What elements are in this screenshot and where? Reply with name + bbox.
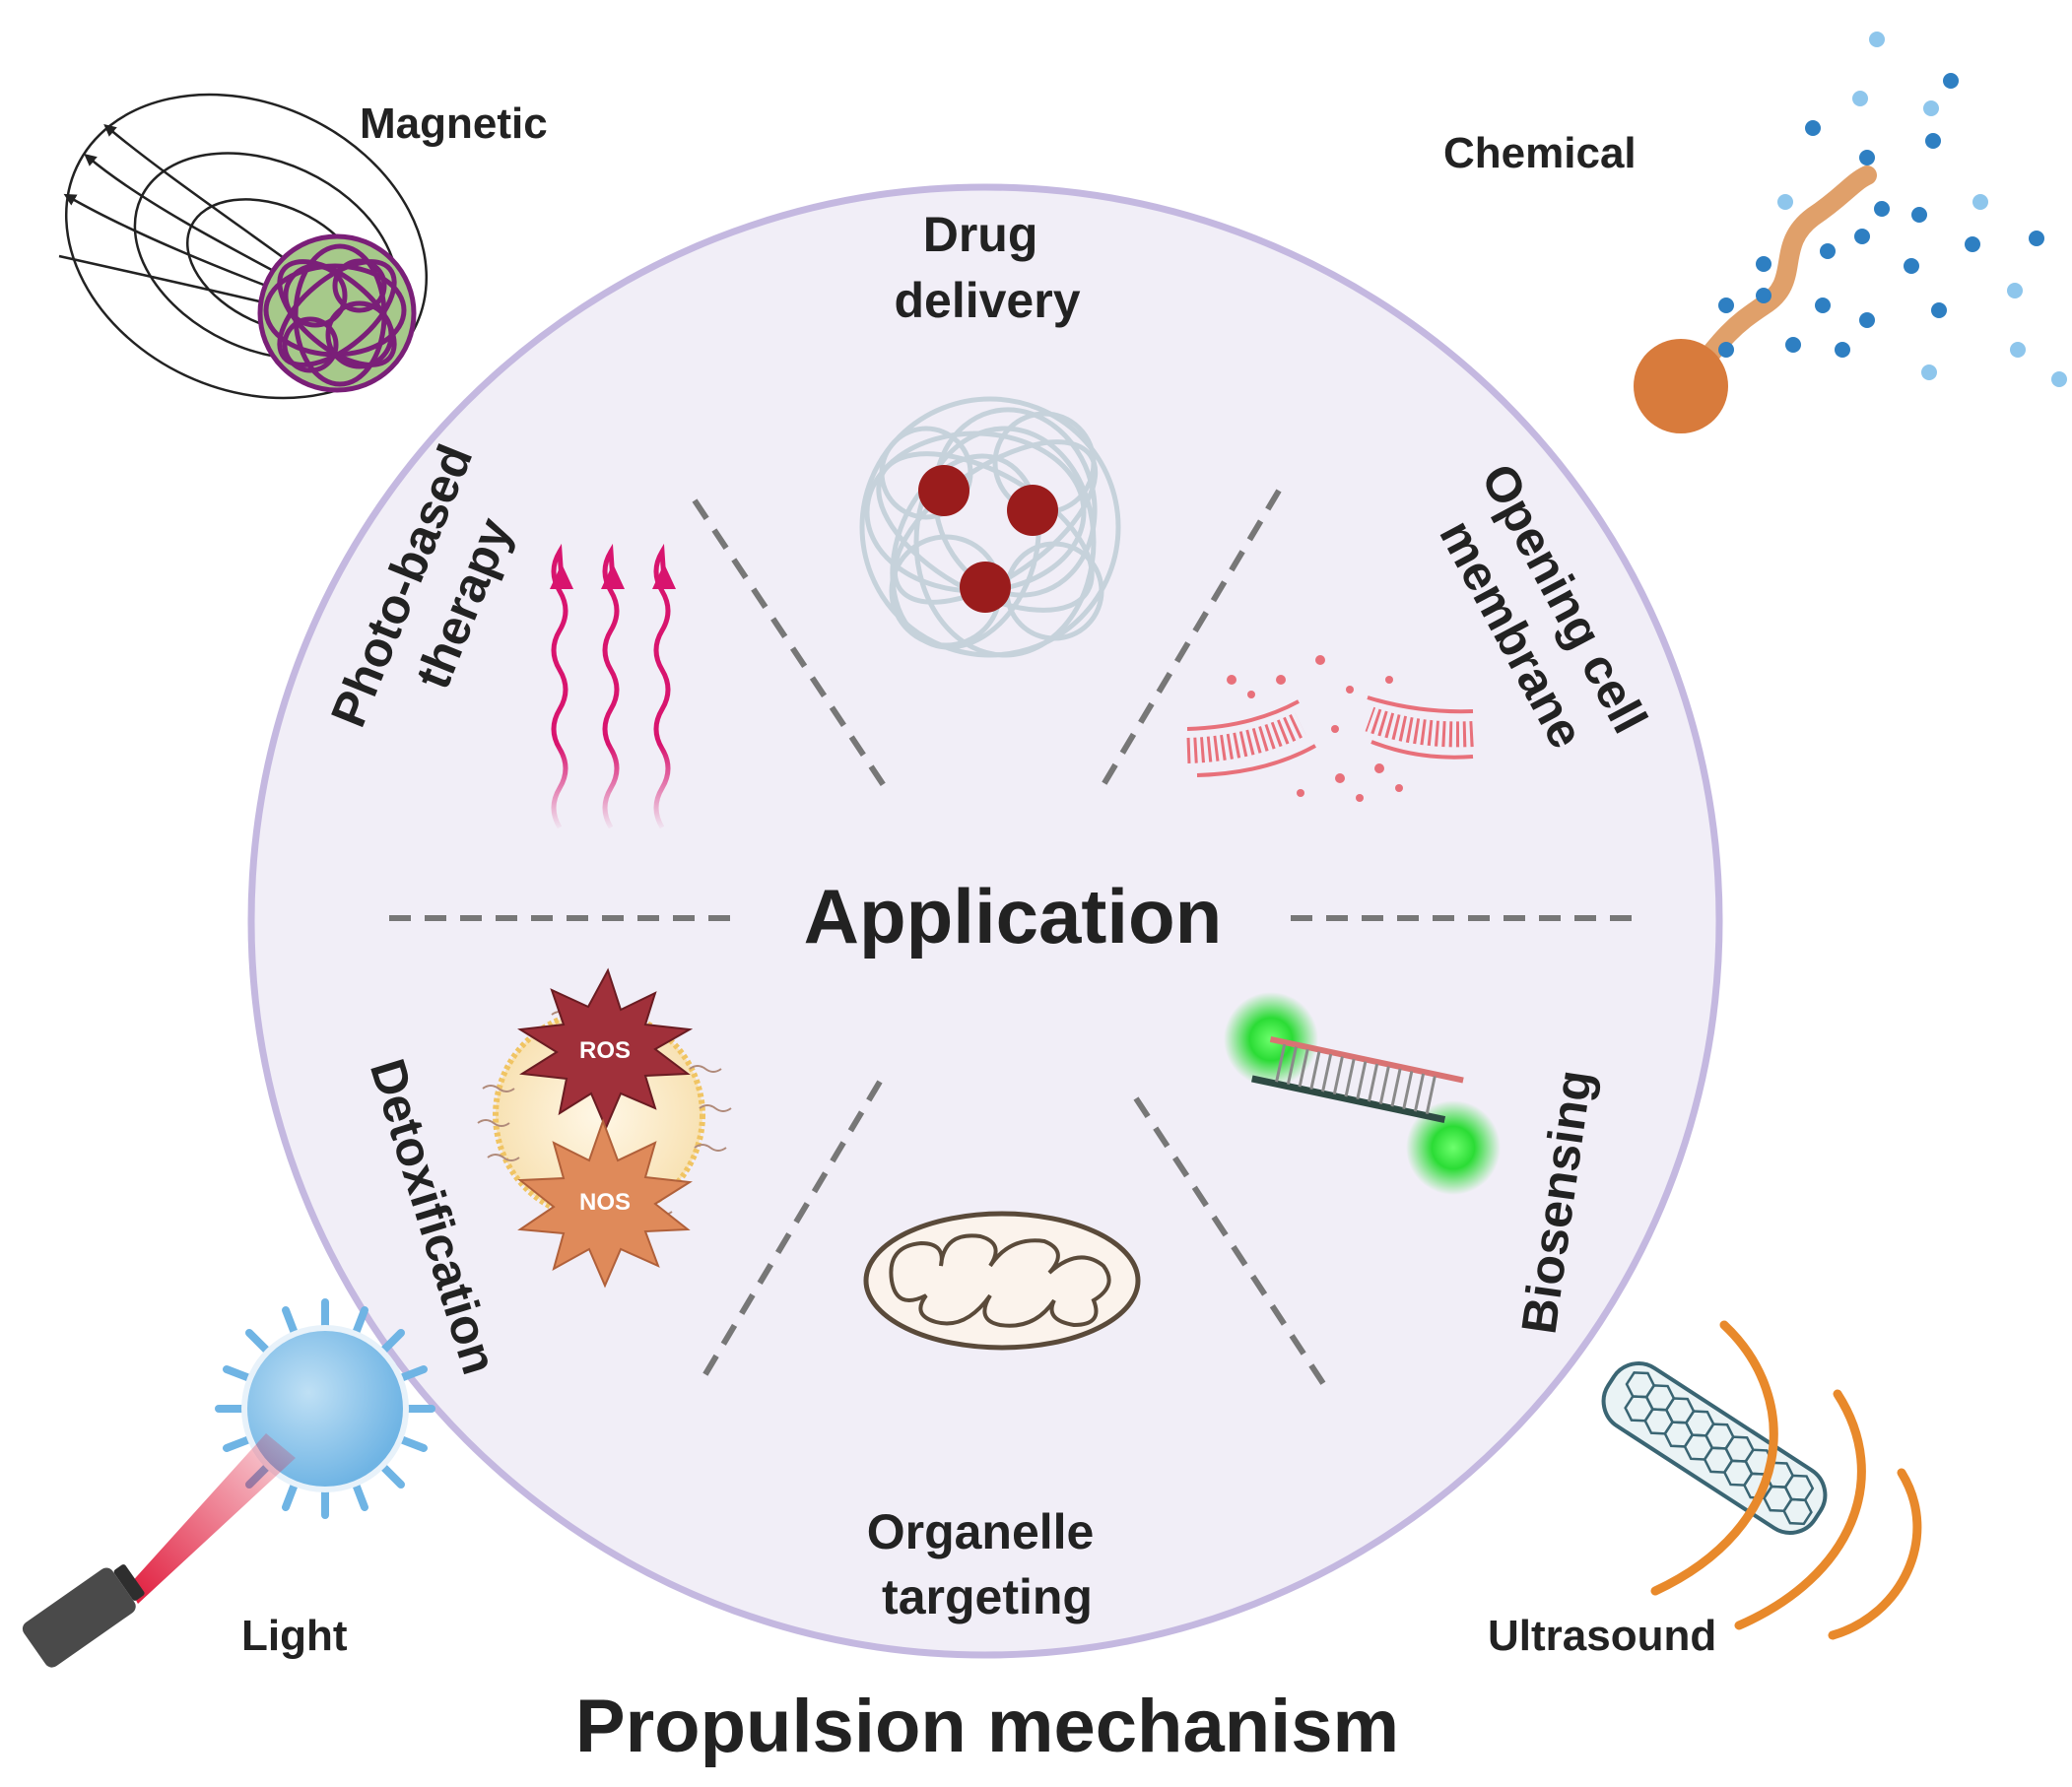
nos-badge: NOS bbox=[579, 1189, 631, 1216]
organelle-targeting-line2: targeting bbox=[882, 1569, 1093, 1624]
membrane-icon bbox=[1186, 655, 1474, 802]
ultrasound-label: Ultrasound bbox=[1488, 1612, 1716, 1660]
light-label: Light bbox=[241, 1612, 348, 1660]
nos-burst bbox=[517, 1118, 693, 1289]
application-circle bbox=[247, 183, 1723, 1659]
drug-delivery-line1: Drug bbox=[923, 207, 1038, 262]
center-label: Application bbox=[804, 873, 1223, 960]
drug-carrier-icon bbox=[859, 396, 1121, 658]
drug-delivery-label: Drug delivery bbox=[894, 207, 1080, 328]
ultrasound-microrobot-icon bbox=[1601, 1320, 1922, 1640]
organelle-targeting-label: Organelle targeting bbox=[867, 1504, 1108, 1624]
magnetic-microrobot bbox=[257, 233, 417, 393]
laser-pointer bbox=[22, 1564, 145, 1668]
ros-badge: ROS bbox=[579, 1037, 631, 1064]
chemical-label: Chemical bbox=[1443, 129, 1637, 177]
drug-particles bbox=[918, 465, 1058, 613]
mitochondrion-icon bbox=[863, 1211, 1141, 1351]
chemical-microrobot-icon bbox=[1634, 32, 2067, 433]
divider-top-left bbox=[692, 498, 892, 795]
light-beam bbox=[128, 1433, 296, 1604]
divider-lines bbox=[389, 489, 1643, 1393]
chemical-bubbles bbox=[1718, 32, 2067, 387]
drug-delivery-line2: delivery bbox=[894, 273, 1080, 328]
light-microrobot-icon bbox=[22, 1298, 435, 1668]
organelle-targeting-line1: Organelle bbox=[867, 1504, 1095, 1559]
magnetic-label: Magnetic bbox=[360, 99, 548, 148]
fluorescence-glow-bottom bbox=[1406, 1100, 1501, 1195]
divider-bottom-left bbox=[700, 1080, 883, 1381]
ultrasound-waves bbox=[1650, 1320, 1922, 1640]
photo-waves-icon bbox=[550, 543, 676, 829]
nanotube bbox=[1601, 1361, 1828, 1535]
magnetic-field-icon bbox=[58, 93, 429, 400]
detox-nanosponge-icon: ROS NOS bbox=[477, 967, 732, 1289]
biosensor-icon bbox=[1224, 992, 1501, 1195]
diagram-title: Propulsion mechanism bbox=[575, 1685, 1399, 1768]
divider-bottom-right bbox=[1133, 1096, 1331, 1393]
divider-top-right bbox=[1096, 489, 1282, 795]
